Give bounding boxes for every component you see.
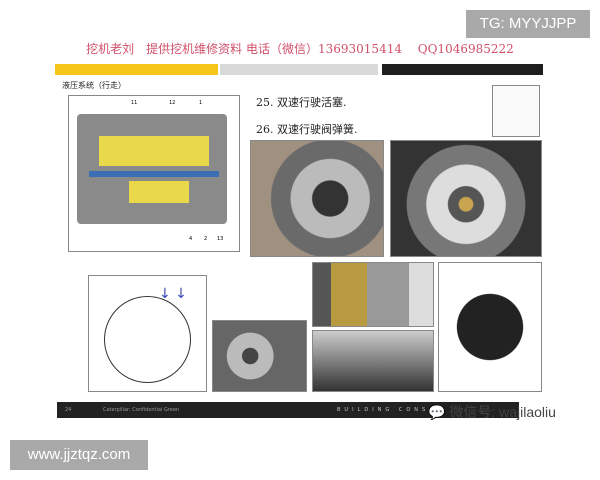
- yellow-bar: [55, 64, 218, 75]
- wechat-watermark: 💬 微信号: wajilaoliu: [428, 402, 556, 422]
- slide-footer: 24 Caterpillar: Confidential Green BUILD…: [57, 402, 519, 418]
- photo-plate: [438, 262, 542, 392]
- watermark-tg: TG: MYYJJPP: [466, 10, 590, 38]
- header-contact: 挖机老刘 提供挖机维修资料 电话（微信）13693015414 QQ104698…: [86, 42, 514, 56]
- photo-flange: [212, 320, 307, 392]
- label: 12: [169, 100, 176, 106]
- item-25: 25. 双速行驶活塞.: [256, 96, 347, 109]
- slide-subtitle: 液压系统（行走）: [62, 81, 126, 90]
- label: 11: [131, 100, 138, 106]
- gray-bar: [220, 64, 378, 75]
- footer-left: Caterpillar: Confidential Green: [102, 407, 180, 413]
- photo-parts: [312, 330, 434, 392]
- label: 1: [199, 100, 203, 106]
- schematic-thumbnail: [492, 85, 540, 137]
- item-26: 26. 双速行驶阀弹簧.: [256, 123, 358, 136]
- photo-piston-housing: [250, 140, 384, 257]
- photo-spring-piston: [312, 262, 434, 327]
- exploded-diagram: ↓ ↓: [88, 275, 207, 392]
- label: 4: [189, 236, 193, 242]
- label: 13: [217, 236, 224, 242]
- photo-bore: [390, 140, 542, 257]
- watermark-url: www.jjztqz.com: [10, 440, 148, 470]
- page-number: 24: [65, 407, 72, 413]
- black-bar: [382, 64, 543, 75]
- wechat-id: 微信号: wajilaoliu: [449, 404, 556, 420]
- label: 2: [204, 236, 208, 242]
- footer-right: BUILDING CONS: [337, 407, 430, 413]
- wechat-icon: 💬: [428, 404, 446, 420]
- cutaway-diagram: 11 12 1 4 2 13: [68, 95, 240, 252]
